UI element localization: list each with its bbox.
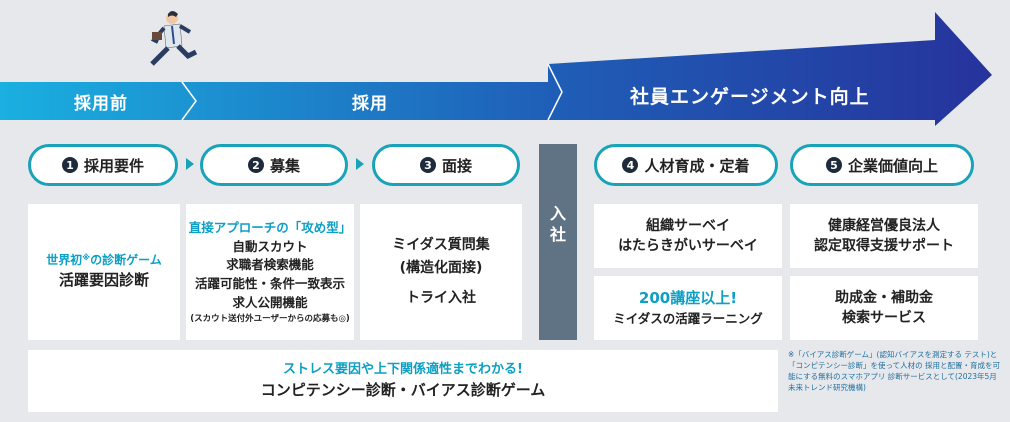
- recruit-note: (スカウト送付外ユーザーからの応募も◎): [190, 313, 350, 324]
- health-line2: 認定取得支援サポート: [814, 238, 954, 254]
- learning-highlight: 200講座以上!: [638, 289, 738, 308]
- arrow-shape: [0, 12, 992, 126]
- interview-line2: (構造化面接): [399, 259, 483, 276]
- subsidy-line1: 助成金・補助金: [835, 289, 933, 306]
- step-number: 5: [825, 157, 842, 173]
- recruit-item: 自動スカウト: [232, 238, 308, 254]
- stage-pre-hiring-label: 採用前: [74, 94, 128, 114]
- step-label: 募集: [269, 156, 300, 175]
- requirements-highlight-line: 世界初※の診断ゲーム: [46, 252, 161, 269]
- joining-char-2: 社: [549, 224, 566, 244]
- competency-main: コンピテンシー診断・バイアス診断ゲーム: [260, 380, 546, 399]
- box-survey: 組織サーベイ はたらきがいサーベイ: [594, 204, 782, 268]
- box-competency: ストレス要因や上下関係適性までわかる! コンピテンシー診断・バイアス診断ゲーム: [28, 350, 778, 412]
- requirements-highlight-2: の診断ゲーム: [90, 253, 162, 268]
- step-number: 3: [419, 157, 436, 173]
- interview-line3: トライ入社: [406, 290, 476, 307]
- step-number: 2: [247, 157, 264, 173]
- joining-column: 入 社: [539, 144, 577, 340]
- step-interview: 3 面接: [372, 144, 520, 186]
- stage-separator-1: [181, 81, 197, 121]
- runner-figure: [150, 11, 198, 66]
- step-label: 企業価値向上: [847, 156, 938, 175]
- recruit-title: 直接アプローチの「攻め型」: [188, 219, 352, 235]
- box-interview: ミイダス質問集 (構造化面接) トライ入社: [360, 204, 522, 340]
- stage-engagement-label: 社員エンゲージメント向上: [630, 86, 870, 108]
- interview-line1: ミイダス質問集: [392, 237, 490, 254]
- requirements-mark: ※: [82, 253, 91, 263]
- step-development: 4 人材育成・定着: [594, 144, 778, 186]
- step-recruit: 2 募集: [200, 144, 348, 186]
- box-learning: 200講座以上! ミイダスの活躍ラーニング: [594, 276, 782, 340]
- step-label: 採用要件: [83, 156, 144, 175]
- step-number: 1: [61, 157, 78, 173]
- stage-separator-2: [547, 63, 563, 121]
- box-health: 健康経営優良法人 認定取得支援サポート: [790, 204, 978, 268]
- step-number: 4: [622, 157, 639, 173]
- step-label: 面接: [441, 156, 472, 175]
- learning-main: ミイダスの活躍ラーニング: [613, 310, 763, 326]
- recruit-item: 活躍可能性・条件一致表示: [194, 276, 345, 291]
- chevron-right-icon: [186, 158, 194, 170]
- survey-line2: はたらきがいサーベイ: [618, 238, 758, 254]
- health-line1: 健康経営優良法人: [828, 217, 940, 234]
- chevron-right-icon: [356, 158, 364, 170]
- subsidy-line2: 検索サービス: [842, 310, 926, 326]
- survey-line1: 組織サーベイ: [646, 217, 730, 234]
- footnote: ※「バイアス診断ゲーム」(認知バイアスを測定する テスト)と「コンピテンシー診断…: [788, 350, 1001, 392]
- stage-hiring-label: 採用: [352, 94, 388, 114]
- box-recruit: 直接アプローチの「攻め型」 自動スカウト 求職者検索機能 活躍可能性・条件一致表…: [186, 204, 354, 340]
- box-requirements: 世界初※の診断ゲーム 活躍要因診断: [28, 204, 180, 340]
- recruit-item: 求人公開機能: [232, 294, 308, 310]
- joining-char-1: 入: [549, 204, 566, 223]
- step-corporate-value: 5 企業価値向上: [790, 144, 974, 186]
- step-label: 人材育成・定着: [644, 156, 750, 175]
- box-subsidy: 助成金・補助金 検索サービス: [790, 276, 978, 340]
- requirements-main: 活躍要因診断: [58, 270, 149, 289]
- requirements-highlight: 世界初: [46, 253, 83, 268]
- process-arrow-band: [0, 11, 992, 126]
- step-requirements: 1 採用要件: [28, 144, 178, 186]
- competency-highlight: ストレス要因や上下関係適性までわかる!: [283, 361, 523, 377]
- recruit-item: 求職者検索機能: [226, 257, 314, 273]
